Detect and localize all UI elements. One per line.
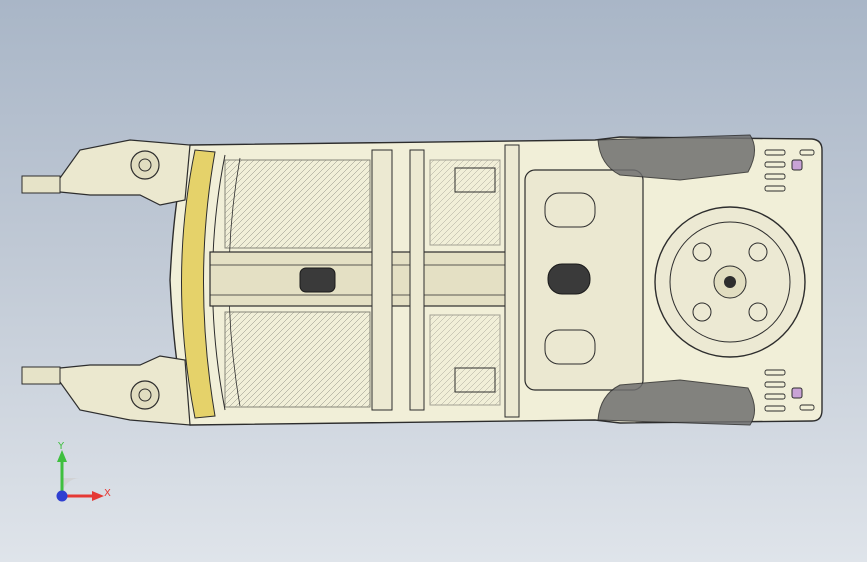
rear-wheel-well-upper [597, 134, 755, 181]
rear-wheel-well-lower [597, 379, 755, 426]
front-rail-stub-upper [21, 175, 61, 194]
z-axis-dot [56, 490, 68, 502]
center-tunnel [209, 251, 511, 307]
front-floor-left [224, 159, 371, 249]
front-rail-upper [24, 139, 191, 206]
seat-cross-member-2 [409, 149, 425, 411]
firewall-cross-member [181, 149, 216, 419]
rear-panel-slots [764, 149, 815, 412]
front-floor-right [224, 311, 371, 408]
rear-seat-cross-member [504, 144, 520, 418]
front-rail-lower [24, 355, 191, 426]
front-tower-lower [130, 380, 160, 410]
front-tower-upper [130, 150, 160, 180]
x-axis-label: X [104, 488, 111, 499]
coordinate-triad [56, 450, 104, 502]
y-axis-label: Y [58, 441, 65, 452]
front-rail-stub-lower [21, 366, 61, 385]
seat-cross-member-1 [371, 149, 393, 411]
